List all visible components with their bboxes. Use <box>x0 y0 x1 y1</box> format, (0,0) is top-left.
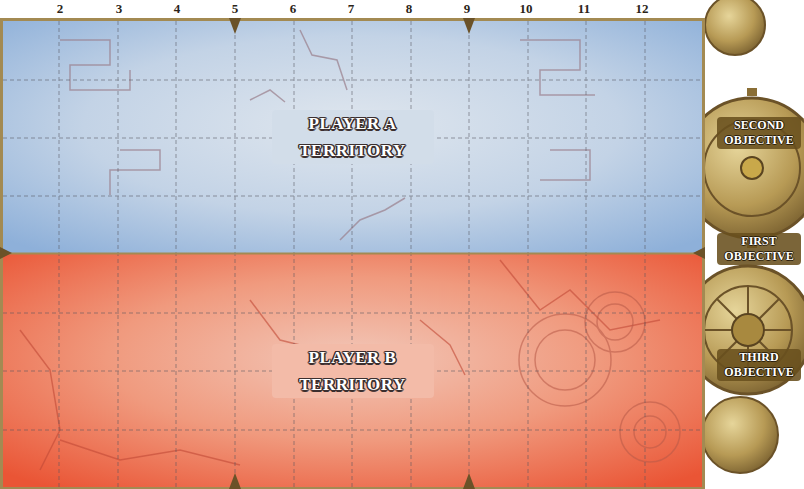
column-number: 5 <box>232 1 239 17</box>
column-number: 6 <box>290 1 297 17</box>
territory-label: PLAYER A TERRITORY <box>272 110 434 164</box>
edge-markers <box>0 18 705 489</box>
territory-border <box>3 253 702 255</box>
column-number: 3 <box>116 1 123 17</box>
column-number: 11 <box>578 1 590 17</box>
column-number: 12 <box>636 1 649 17</box>
player-a-territory: PLAYER A TERRITORY <box>3 21 702 253</box>
column-number: 8 <box>406 1 413 17</box>
objective-label: FIRST OBJECTIVE <box>717 233 801 265</box>
column-number: 2 <box>57 1 64 17</box>
player-b-territory: PLAYER B TERRITORY <box>3 254 702 487</box>
territory-label: PLAYER B TERRITORY <box>272 344 434 398</box>
grid-lines <box>3 21 702 487</box>
column-number: 9 <box>464 1 471 17</box>
floor-cracks <box>20 30 680 470</box>
board-ground <box>0 18 705 489</box>
column-number: 4 <box>174 1 181 17</box>
column-number: 10 <box>520 1 533 17</box>
column-number: 7 <box>348 1 355 17</box>
objective-label: SECOND OBJECTIVE <box>717 117 801 149</box>
objective-label: THIRD OBJECTIVE <box>717 349 801 381</box>
